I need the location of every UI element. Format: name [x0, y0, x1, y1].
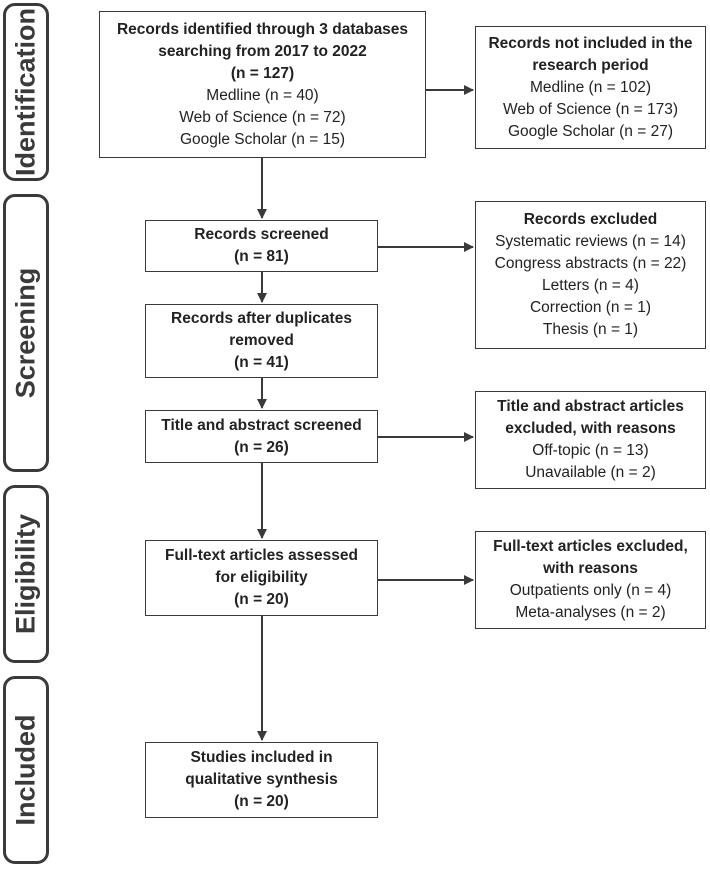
- deduplicated-line1: Records after duplicates: [171, 310, 352, 327]
- excluded-item: Letters (n = 4): [542, 277, 639, 294]
- phase-included-label: Included: [10, 714, 41, 826]
- ft-excluded-item: Outpatients only (n = 4): [509, 582, 672, 599]
- fulltext-excluded-box: Full-text articles excluded, with reason…: [475, 531, 706, 629]
- deduplicated-box: Records after duplicates removed (n = 41…: [145, 304, 378, 378]
- ft-excluded-line1: Full-text articles excluded,: [493, 538, 688, 555]
- deduplicated-count: (n = 41): [234, 354, 289, 371]
- included-line1: Studies included in: [190, 749, 333, 766]
- title-abstract-count: (n = 26): [234, 438, 289, 456]
- title-abstract-title: Title and abstract screened: [161, 416, 362, 434]
- fulltext-count: (n = 20): [234, 591, 289, 608]
- excluded-item: Thesis (n = 1): [542, 321, 639, 338]
- not-included-line1: Records not included in the: [488, 34, 693, 52]
- excluded-item: Systematic reviews (n = 14): [495, 233, 686, 250]
- not-included-web-of-science: Web of Science (n = 173): [502, 100, 679, 118]
- screened-count: (n = 81): [234, 248, 289, 265]
- identified-count: (n = 127): [230, 64, 295, 82]
- not-included-line2: research period: [532, 56, 649, 74]
- phase-screening-label: Screening: [10, 267, 41, 399]
- identified-medline: Medline (n = 40): [206, 86, 319, 104]
- excluded-title: Records excluded: [523, 211, 658, 228]
- deduplicated-line2: removed: [229, 332, 294, 349]
- title-abstract-excluded-box: Title and abstract articles excluded, wi…: [475, 391, 706, 489]
- phase-identification: Identification: [3, 3, 49, 181]
- ta-excluded-item: Unavailable (n = 2): [525, 464, 656, 481]
- identified-line1: Records identified through 3 databases: [116, 20, 409, 38]
- phase-identification-label: Identification: [10, 8, 41, 176]
- included-line2: qualitative synthesis: [185, 771, 338, 788]
- phase-eligibility-label: Eligibility: [10, 513, 41, 635]
- fulltext-line1: Full-text articles assessed: [165, 547, 358, 564]
- screened-title: Records screened: [194, 226, 329, 243]
- studies-included-box: Studies included in qualitative synthesi…: [145, 742, 378, 818]
- phase-included: Included: [3, 676, 49, 864]
- ft-excluded-item: Meta-analyses (n = 2): [515, 604, 666, 621]
- ta-excluded-line2: excluded, with reasons: [505, 420, 676, 437]
- fulltext-line2: for eligibility: [215, 569, 308, 586]
- not-included-google-scholar: Google Scholar (n = 27): [508, 122, 673, 140]
- excluded-item: Congress abstracts (n = 22): [494, 255, 687, 272]
- phase-screening: Screening: [3, 194, 49, 472]
- ft-excluded-line2: with reasons: [543, 560, 638, 577]
- identified-web-of-science: Web of Science (n = 72): [179, 108, 346, 126]
- included-count: (n = 20): [234, 793, 289, 810]
- ta-excluded-item: Off-topic (n = 13): [532, 442, 649, 459]
- records-excluded-box: Records excluded Systematic reviews (n =…: [475, 201, 706, 349]
- phase-eligibility: Eligibility: [3, 485, 49, 663]
- records-identified-box: Records identified through 3 databases s…: [99, 11, 426, 158]
- fulltext-assessed-box: Full-text articles assessed for eligibil…: [145, 540, 378, 616]
- not-included-medline: Medline (n = 102): [529, 78, 652, 96]
- identified-google-scholar: Google Scholar (n = 15): [180, 130, 345, 148]
- identified-line2: searching from 2017 to 2022: [158, 42, 367, 60]
- excluded-item: Correction (n = 1): [529, 299, 652, 316]
- ta-excluded-line1: Title and abstract articles: [497, 398, 684, 415]
- title-abstract-screened-box: Title and abstract screened (n = 26): [145, 410, 378, 463]
- records-screened-box: Records screened (n = 81): [145, 220, 378, 272]
- records-not-included-box: Records not included in the research per…: [475, 26, 706, 149]
